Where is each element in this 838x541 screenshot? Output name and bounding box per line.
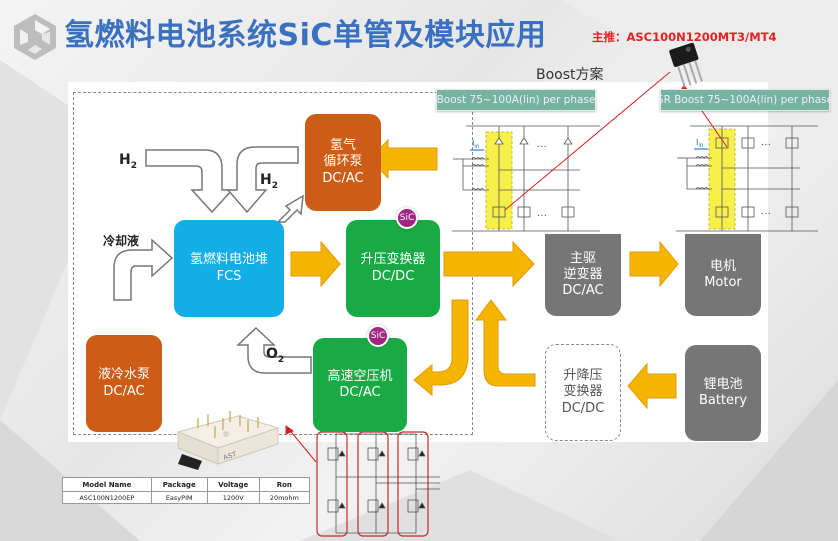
col-voltage: Voltage bbox=[206, 477, 260, 492]
to247-device-image bbox=[669, 42, 703, 88]
easypim-module-image: AST bbox=[176, 411, 280, 470]
cell-ron: 20mohm bbox=[258, 491, 311, 504]
spec-table: Model Name Package Voltage Ron ASC100N12… bbox=[62, 477, 311, 504]
col-model-name: Model Name bbox=[62, 477, 152, 492]
company-logo bbox=[14, 14, 56, 60]
h2-inlet-label: H2 bbox=[119, 152, 137, 171]
h2-return-label: H2 bbox=[260, 172, 278, 191]
cell-package: EasyPIM bbox=[150, 491, 208, 504]
sic-badge-boost: SiC bbox=[396, 207, 418, 229]
table-row: ASC100N1200EP EasyPIM 1200V 20mohm bbox=[62, 491, 311, 504]
sic-badge-compressor: SiC bbox=[367, 325, 389, 347]
three-phase-bridge bbox=[316, 431, 440, 537]
main-recommend-label: 主推：ASC100N1200MT3/MT4 bbox=[592, 30, 777, 44]
col-ron: Ron bbox=[258, 477, 311, 492]
module-brand-mark: AST bbox=[222, 451, 238, 462]
spec-table-header-row: Model Name Package Voltage Ron bbox=[62, 477, 311, 492]
boost-circuit-header: Boost 75~100A(lin) per phase bbox=[436, 89, 596, 111]
slide-title: 氢燃料电池系统SiC单管及模块应用 bbox=[64, 18, 547, 53]
coolant-label: 冷却液 bbox=[103, 234, 140, 248]
cell-model-name: ASC100N1200EP bbox=[62, 491, 152, 504]
boost-scheme-label: Boost方案 bbox=[536, 67, 604, 83]
col-package: Package bbox=[150, 477, 208, 492]
cell-voltage: 1200V bbox=[206, 491, 260, 504]
o2-label: O2 bbox=[266, 346, 285, 365]
sr-boost-circuit-header: SR Boost 75~100A(lin) per phase bbox=[657, 89, 833, 111]
